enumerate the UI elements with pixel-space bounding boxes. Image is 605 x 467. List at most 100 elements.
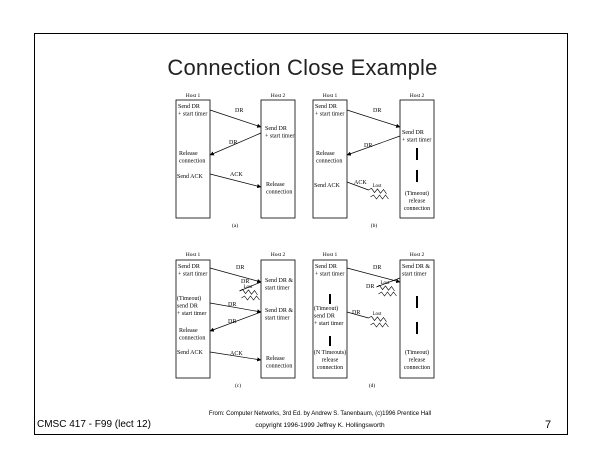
host-action: release: [409, 358, 426, 364]
host1-label: Host 1: [323, 93, 338, 99]
host2-timeline: [399, 99, 435, 219]
host1-timeline: [175, 99, 211, 219]
lost-squiggle: [368, 315, 387, 322]
dr-arrow: [209, 311, 262, 332]
host-action: Send DR: [178, 104, 200, 110]
host-action: + start timer: [402, 138, 431, 144]
host-action: connection: [404, 365, 430, 371]
host-action: + start timer: [265, 134, 294, 140]
dr-arrow: [209, 132, 262, 156]
copyright: copyright 1996-1999 Jeffrey K. Hollingsw…: [255, 422, 385, 429]
dr-arrow: [346, 135, 401, 156]
host1-label: Host 1: [323, 252, 338, 258]
ack-label: ACK: [354, 180, 367, 186]
lost-squiggle: [241, 295, 260, 301]
host1-timeline: [312, 259, 348, 379]
host-action: (N Timeouts): [314, 349, 346, 356]
panel-label-b: (b): [371, 222, 378, 229]
host2-label: Host 2: [410, 252, 425, 258]
panel-label-d: (d): [369, 382, 376, 389]
host-action: (Timeout): [314, 305, 338, 312]
lost-squiggle: [376, 284, 395, 291]
host-action: Send ACK: [177, 174, 204, 180]
host-action: Release: [266, 182, 285, 188]
source-credit: From: Computer Networks, 3rd Ed. by Andr…: [208, 411, 432, 417]
host-action: + start timer: [315, 272, 344, 278]
host2-label: Host 2: [271, 252, 286, 258]
course-label: CMSC 417 - F99 (lect 12): [37, 419, 151, 430]
lost-squiggle: [370, 322, 389, 328]
dr-arrow: [209, 109, 262, 128]
dr-arrow: [209, 302, 262, 314]
host-action: Send DR &: [265, 308, 293, 314]
page-number: 7: [545, 419, 552, 431]
dr-arrow: [209, 267, 262, 284]
host-action: Send DR: [315, 264, 337, 270]
host-action: (Timeout): [177, 295, 201, 302]
host-action: Release: [316, 151, 335, 157]
host-action: Send DR: [315, 104, 337, 110]
dr-label: DR: [236, 265, 244, 271]
slide-title: Connection Close Example: [167, 55, 438, 80]
host1-label: Host 1: [186, 93, 201, 99]
host-action: connection: [316, 159, 342, 165]
dr-label: DR: [229, 140, 237, 146]
panel-label-a: (a): [232, 222, 238, 229]
host1-timeline: [175, 259, 211, 379]
host1-label: Host 1: [186, 252, 201, 258]
dr-label: DR: [373, 265, 381, 271]
host-action: (Timeout): [405, 190, 429, 197]
dr-label: DR: [228, 319, 236, 325]
lost-squiggle: [378, 291, 397, 297]
host-action: start timer: [265, 316, 290, 322]
host-action: connection: [266, 190, 292, 196]
lost-label: Lost: [373, 184, 383, 189]
host-action: Send ACK: [314, 183, 341, 189]
dr-label: DR: [352, 310, 360, 316]
host-action: (Timeout): [405, 349, 429, 356]
host1-timeline: [312, 99, 348, 219]
lost-squiggle: [370, 194, 389, 200]
host-action: release: [409, 199, 426, 205]
lost-label: Lost: [381, 281, 391, 286]
host-action: connection: [317, 365, 343, 371]
lost-label: Lost: [373, 312, 383, 317]
lost-dr-arrow: [346, 311, 369, 319]
dr-label: DR: [366, 284, 374, 290]
lost-squiggle: [239, 288, 258, 295]
host2-timeline: [260, 259, 296, 379]
dr-label: DR: [228, 302, 236, 308]
host-action: connection: [404, 206, 430, 212]
dr-label: DR: [241, 279, 249, 285]
panel-label-c: (c): [235, 382, 241, 389]
host-action: + start timer: [177, 311, 206, 317]
lost-ack-arrow: [346, 181, 369, 191]
host-action: start timer: [265, 286, 290, 292]
ack-label: ACK: [230, 172, 243, 178]
host-action: Send ACK: [177, 350, 204, 356]
lost-dr-arrow: [239, 281, 262, 292]
host2-timeline: [399, 259, 435, 379]
ack-arrow: [209, 173, 262, 189]
dr-label: DR: [373, 108, 381, 114]
dr-arrow: [346, 109, 401, 128]
host-action: release: [322, 358, 339, 364]
host-action: Send DR &: [265, 278, 293, 284]
slide-frame: [34, 33, 568, 435]
host-action: Release: [266, 356, 285, 362]
host-action: start timer: [402, 272, 427, 278]
host-action: connection: [179, 159, 205, 165]
dr-label: DR: [364, 143, 372, 149]
ack-arrow: [209, 351, 262, 362]
host-action: Release: [179, 328, 198, 334]
host-action: + start timer: [178, 272, 207, 278]
ack-label: ACK: [230, 351, 243, 357]
lost-dr-arrow: [376, 277, 401, 288]
host-action: Release: [179, 151, 198, 157]
host-action: Send DR: [265, 126, 287, 132]
host-action: connection: [266, 364, 292, 370]
host2-label: Host 2: [410, 93, 425, 99]
host-action: Send DR: [402, 130, 424, 136]
dr-label: DR: [235, 108, 243, 114]
